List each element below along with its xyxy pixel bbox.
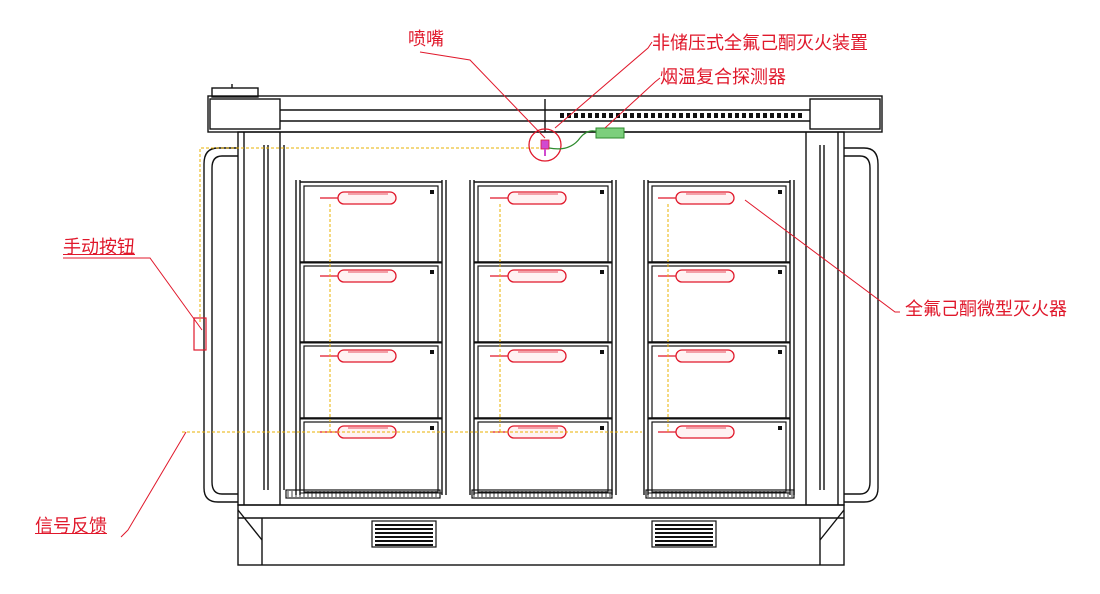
vent-hole [749, 113, 753, 118]
manual-button-label: 手动按钮 [63, 237, 135, 258]
detector-icon [595, 127, 625, 139]
manual-button-box [193, 317, 207, 351]
suppression-device-label: 非储压式全氟己酮灭火装置 [652, 33, 868, 54]
vent-hole [714, 113, 718, 118]
vent-hole [609, 113, 613, 118]
detector-wire [548, 130, 599, 150]
screw [778, 190, 782, 194]
vent-hole [658, 113, 662, 118]
extinguisher-body [337, 349, 397, 363]
vent-frame [651, 520, 717, 548]
vent-hole [630, 113, 634, 118]
screw [430, 270, 434, 274]
screw [600, 270, 604, 274]
vent-hole [679, 113, 683, 118]
rail [285, 489, 441, 499]
nozzle-highlight-circle [528, 128, 562, 162]
screw [778, 350, 782, 354]
vent-hole [693, 113, 697, 118]
vent-hole [644, 113, 648, 118]
vent-hole [700, 113, 704, 118]
bottom-rails [285, 489, 795, 499]
screw [778, 270, 782, 274]
vent-hole [672, 113, 676, 118]
vent-slat [375, 524, 433, 526]
vent-hole [560, 113, 564, 118]
vent-slat [375, 532, 433, 534]
screw [600, 190, 604, 194]
vent-slat [655, 536, 713, 538]
extinguisher-body [675, 425, 735, 439]
vent-slat [375, 540, 433, 542]
vent-hole [742, 113, 746, 118]
micro-extinguisher-label: 全氟己酮微型灭火器 [905, 299, 1067, 320]
top-beam [207, 84, 883, 133]
vent-hole [756, 113, 760, 118]
extinguisher-body [337, 191, 397, 205]
rail [645, 489, 795, 499]
vent-slat [375, 544, 433, 546]
vent-slat [375, 536, 433, 538]
compartment [651, 421, 787, 493]
screw [430, 350, 434, 354]
vent-slat [655, 544, 713, 546]
vent-hole [581, 113, 585, 118]
vent-hole [686, 113, 690, 118]
vent-hole [602, 113, 606, 118]
smoke-temp-detector-label: 烟温复合探测器 [660, 67, 786, 88]
screw [778, 426, 782, 430]
vent-hole [728, 113, 732, 118]
vent-hole [651, 113, 655, 118]
side-handles [203, 147, 879, 503]
nozzle-label: 喷嘴 [408, 29, 444, 50]
extinguisher-body [675, 269, 735, 283]
vent-slat [655, 540, 713, 542]
vent-hole [770, 113, 774, 118]
vent-frame [371, 520, 437, 548]
vent-slat [375, 528, 433, 530]
vent-slat [655, 532, 713, 534]
extinguisher-body [337, 269, 397, 283]
compartment [303, 421, 439, 493]
beam-vent-holes [560, 113, 802, 118]
vent-hole [588, 113, 592, 118]
screw [430, 426, 434, 430]
vent-hole [574, 113, 578, 118]
vent-hole [665, 113, 669, 118]
screw [600, 350, 604, 354]
compartment [477, 421, 609, 493]
vent-hole [735, 113, 739, 118]
cabinet-base [237, 504, 845, 566]
vent-hole [721, 113, 725, 118]
base-vent-left [371, 520, 437, 548]
extinguisher-body [675, 191, 735, 205]
vent-hole [637, 113, 641, 118]
vent-hole [798, 113, 802, 118]
signal-wires [182, 147, 669, 433]
vent-hole [791, 113, 795, 118]
vent-hole [784, 113, 788, 118]
rail [471, 489, 613, 499]
signal-feedback-label: 信号反馈 [35, 516, 107, 537]
leader-lines [63, 41, 900, 538]
nozzle-icon [540, 139, 550, 156]
vent-hole [777, 113, 781, 118]
extinguisher-body [507, 269, 567, 283]
extinguisher-cylinders [320, 191, 735, 439]
vent-hole [595, 113, 599, 118]
base-vent-right [651, 520, 717, 548]
extinguisher-body [507, 191, 567, 205]
vent-hole [623, 113, 627, 118]
extinguisher-body [507, 349, 567, 363]
screw [600, 426, 604, 430]
extinguisher-body [675, 349, 735, 363]
vent-slat [655, 528, 713, 530]
screw [430, 190, 434, 194]
vent-hole [707, 113, 711, 118]
cabinet-frame [237, 131, 845, 506]
battery-compartments [300, 181, 790, 494]
vent-hole [763, 113, 767, 118]
vent-slat [655, 524, 713, 526]
